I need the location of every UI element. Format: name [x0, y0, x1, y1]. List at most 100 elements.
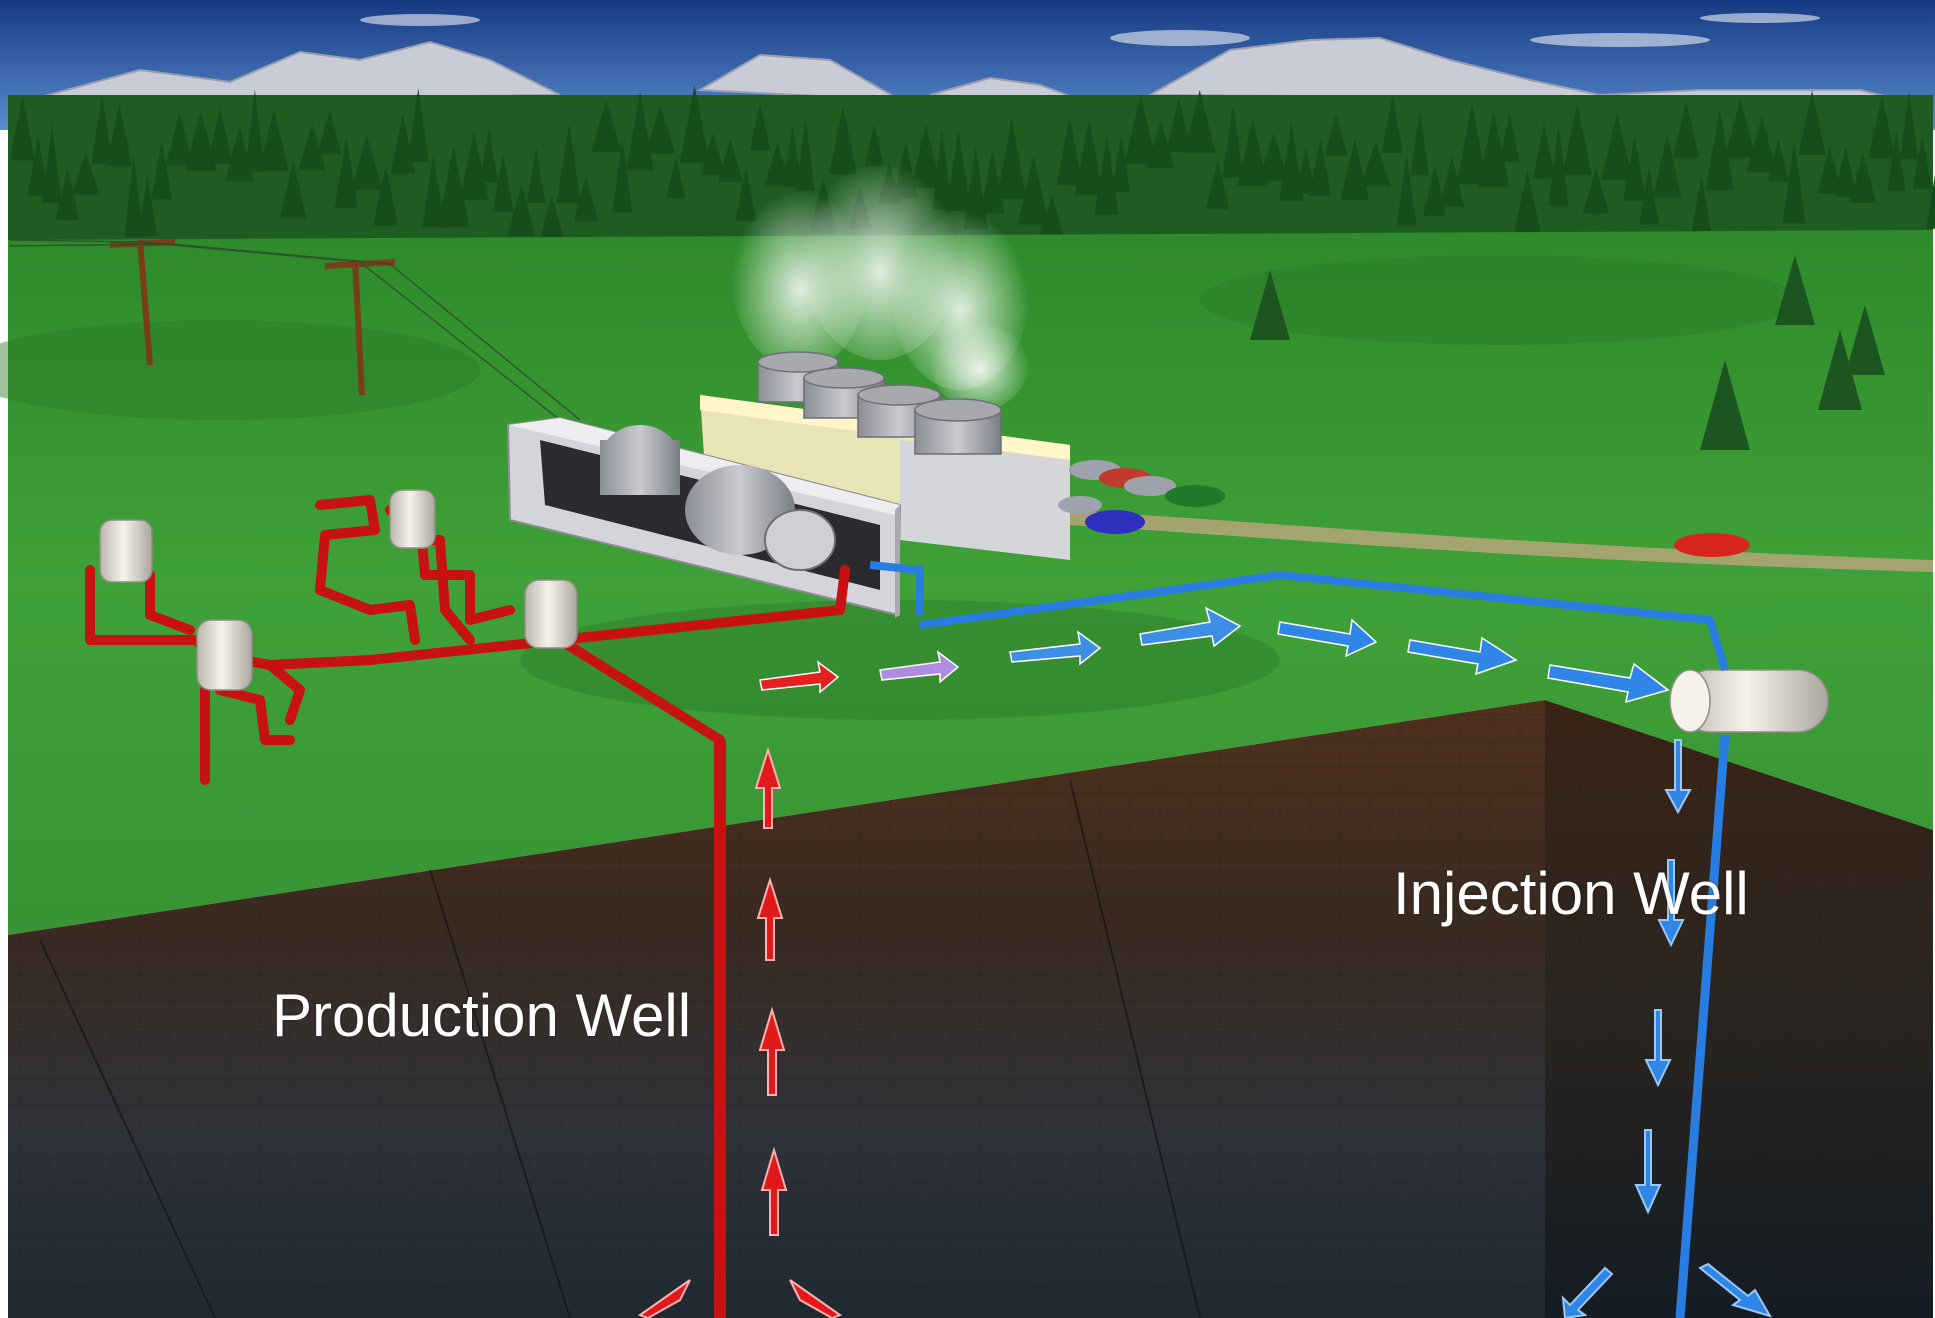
forest-tree: [1478, 110, 1510, 188]
forest-tree: [1782, 139, 1806, 224]
car-icon: [1058, 460, 1750, 557]
forest-tree: [590, 100, 622, 153]
forest-tree: [997, 117, 1027, 200]
forest-tree: [91, 93, 113, 165]
forest-tree: [1184, 90, 1216, 154]
forest-tree: [507, 184, 536, 237]
forest-tree: [1548, 124, 1569, 206]
forest-tree: [279, 160, 307, 219]
forest-tree: [679, 85, 710, 164]
forest-tree: [55, 167, 80, 221]
forest-tree: [165, 112, 194, 166]
injection-well-label: Injection Well: [1393, 860, 1749, 927]
forest-tree: [1396, 153, 1417, 227]
power-plant-icon: [506, 416, 902, 618]
forest-tree: [1705, 108, 1734, 191]
clouds: [360, 13, 1820, 47]
forest-tree: [1798, 90, 1826, 155]
production-well-label: Production Well: [272, 982, 692, 1049]
forest-tree: [1868, 96, 1896, 159]
forest-tree: [1017, 156, 1050, 225]
forest-tree: [1056, 115, 1083, 186]
forest-tree: [1834, 146, 1857, 197]
flow-arrows-up: [637, 746, 843, 1318]
forest-tree: [1166, 97, 1192, 152]
forest-tree: [645, 105, 676, 154]
mountain-range: [29, 36, 1901, 101]
forest-tree: [437, 145, 470, 228]
power-lines: [9, 239, 581, 421]
forest-tree: [1725, 97, 1756, 158]
forest-tree: [539, 195, 564, 240]
forest-tree: [612, 140, 633, 213]
forest-tree: [1222, 104, 1244, 178]
forest-tree: [258, 110, 290, 172]
forest-tree: [72, 151, 100, 195]
forest-tree: [317, 110, 342, 155]
forest-tree: [1439, 156, 1465, 207]
forest-tree: [1111, 135, 1131, 193]
forest-tree: [700, 132, 726, 176]
forest-tree: [1912, 135, 1932, 189]
forest-tree: [245, 89, 265, 172]
forest-tree: [1296, 146, 1316, 194]
forest-tree: [1562, 103, 1592, 175]
forest-tree: [1601, 112, 1633, 181]
forest-tree: [373, 165, 399, 226]
forest-tree: [1360, 141, 1392, 187]
forest-tree: [106, 103, 133, 166]
forest-tree: [1206, 160, 1230, 210]
tree-icon: [1250, 255, 1885, 450]
forest-tree: [1672, 100, 1700, 158]
meadow: [8, 230, 1933, 935]
injection-well-pipe: [1675, 734, 1730, 1318]
steam-plume-icon: [730, 140, 1030, 410]
tank-icon: [99, 489, 1829, 733]
forest-tree: [298, 124, 326, 171]
flow-arrows-surface: [759, 606, 1670, 704]
forest-tree: [1499, 112, 1520, 163]
forest-tree: [1094, 135, 1119, 215]
forest-tree: [124, 155, 144, 238]
forest-tree: [137, 176, 158, 237]
forest-tree: [459, 131, 489, 200]
forest-tree: [184, 110, 217, 171]
forest-tree: [717, 139, 743, 183]
forest-tree: [492, 154, 514, 212]
forest-tree: [573, 175, 599, 222]
forest-tree: [351, 134, 383, 190]
forest-tree: [334, 137, 359, 209]
forest-tree: [1582, 167, 1610, 214]
forest-tree: [1456, 101, 1488, 185]
forest-tree: [422, 152, 445, 228]
forest-tree: [10, 95, 35, 161]
forest-tree: [1147, 120, 1175, 169]
forest-tree: [151, 140, 172, 200]
forest-tree: [1324, 114, 1348, 156]
rock-fault-lines: [39, 779, 1201, 1318]
forest-tree: [1258, 132, 1289, 181]
forest-tree: [1652, 133, 1682, 198]
forest-tree: [1623, 136, 1646, 202]
forest-tree: [1410, 110, 1429, 176]
forest-tree: [527, 146, 546, 203]
forest-tree: [1039, 194, 1064, 238]
forest-tree: [1767, 139, 1790, 182]
forest-tree: [1381, 95, 1403, 153]
forest-tree: [1746, 116, 1777, 173]
forest-tree: [750, 102, 771, 151]
forest-tree: [556, 123, 582, 203]
forest-tree: [1074, 119, 1104, 196]
forest-tree: [27, 135, 49, 196]
forest-tree: [1817, 146, 1842, 194]
forest-tree: [1513, 170, 1542, 237]
forest-tree: [407, 88, 429, 162]
cooling-tower: [700, 351, 1070, 560]
forest-tree: [42, 123, 62, 204]
forest-tree: [1926, 174, 1935, 229]
forest-tree: [1850, 153, 1877, 203]
forest-tree: [1887, 129, 1906, 192]
forest-tree: [1639, 166, 1659, 225]
forest-tree: [1279, 120, 1304, 202]
